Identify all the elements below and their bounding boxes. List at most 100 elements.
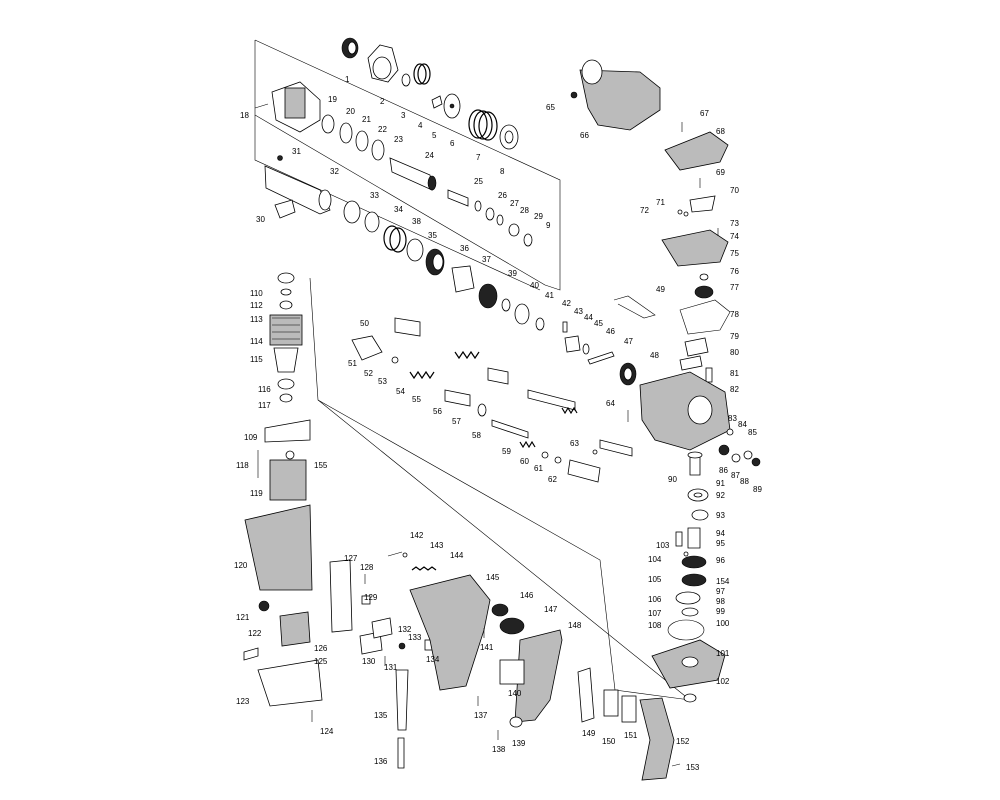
spindle-94-96 [681, 527, 707, 587]
callout-100: 100 [716, 619, 730, 628]
ring-27 [485, 207, 495, 221]
ring-21 [339, 122, 353, 144]
shaft-62 [567, 459, 601, 483]
gasket-78 [679, 299, 731, 335]
terminal-132-133 [371, 617, 406, 650]
callout-46: 46 [606, 327, 615, 336]
striker-25 [447, 189, 469, 207]
callout-124: 124 [320, 727, 334, 736]
callout-116: 116 [258, 385, 271, 394]
callout-147: 147 [544, 605, 558, 614]
ring-42 [535, 317, 545, 331]
callout-7: 7 [476, 153, 481, 162]
callout-86: 86 [719, 466, 728, 475]
callout-41: 41 [545, 291, 554, 300]
callout-19: 19 [328, 95, 337, 104]
callout-53: 53 [378, 377, 387, 386]
callout-27: 27 [510, 199, 519, 208]
callout-24: 24 [425, 151, 434, 160]
brush-121 [258, 600, 270, 612]
screw-31 [277, 155, 283, 161]
callout-49: 49 [656, 285, 665, 294]
ring-23 [371, 139, 385, 161]
field-119 [269, 459, 307, 501]
armature-114 [269, 314, 303, 346]
callout-130: 130 [362, 657, 376, 666]
washer-112-113 [279, 288, 293, 310]
spring-143-144 [402, 552, 437, 571]
ring-75-76 [699, 273, 709, 281]
callout-23: 23 [394, 135, 403, 144]
callout-96: 96 [716, 556, 725, 565]
gear-105-106 [675, 591, 701, 617]
callout-50: 50 [360, 319, 369, 328]
callout-145: 145 [486, 573, 500, 582]
pin-63 [592, 449, 598, 455]
label-140 [499, 659, 525, 685]
bracket-80 [679, 355, 703, 371]
rod-bottom [599, 439, 633, 457]
group-frame-lines [254, 39, 691, 701]
ring-3 [401, 73, 411, 87]
bearing-48 [619, 362, 637, 386]
shaft-90 [687, 451, 703, 476]
callout-28: 28 [520, 206, 529, 215]
spring-53-54 [409, 370, 435, 380]
part-146 [491, 603, 509, 617]
callout-57: 57 [452, 417, 461, 426]
callout-47: 47 [624, 337, 633, 346]
callout-97: 97 [716, 587, 725, 596]
callout-4: 4 [418, 121, 423, 130]
switch-plate-127 [329, 559, 353, 633]
callout-95: 95 [716, 539, 725, 548]
callout-131: 131 [384, 663, 398, 672]
callout-82: 82 [730, 385, 739, 394]
clip-122 [243, 647, 259, 661]
callout-137: 137 [474, 711, 488, 720]
callout-152: 152 [676, 737, 690, 746]
lever-47 [587, 351, 615, 365]
callout-69: 69 [716, 168, 725, 177]
callout-76: 76 [730, 267, 739, 276]
callout-128: 128 [360, 563, 374, 572]
callout-1: 1 [345, 75, 350, 84]
crank-51 [351, 335, 383, 361]
gear-39 [478, 283, 498, 309]
spring-38 [383, 225, 407, 253]
callout-44: 44 [584, 313, 593, 322]
callout-115: 115 [250, 355, 263, 364]
callout-63: 63 [570, 439, 579, 448]
callout-34: 34 [394, 205, 403, 214]
callout-125: 125 [314, 657, 328, 666]
washer-29 [508, 223, 520, 237]
cover-68 [664, 131, 729, 171]
callout-85: 85 [748, 428, 757, 437]
callout-140: 140 [508, 689, 522, 698]
cam-44 [564, 335, 581, 353]
callout-104: 104 [648, 555, 662, 564]
callout-135: 135 [374, 711, 388, 720]
callout-139: 139 [512, 739, 526, 748]
callout-42: 42 [562, 299, 571, 308]
callout-20: 20 [346, 107, 355, 116]
handle-145 [409, 574, 491, 691]
callout-58: 58 [472, 431, 481, 440]
callout-102: 102 [716, 677, 730, 686]
callout-77: 77 [730, 283, 739, 292]
parts-83-89 [718, 428, 761, 467]
callout-29: 29 [534, 212, 543, 221]
callout-155: 155 [314, 461, 328, 470]
callout-108: 108 [648, 621, 662, 630]
callout-88: 88 [740, 477, 749, 486]
callout-55: 55 [412, 395, 421, 404]
callout-113: 113 [250, 315, 263, 324]
ring-34 [364, 211, 380, 233]
callout-71: 71 [656, 198, 665, 207]
callout-146: 146 [520, 591, 534, 600]
seal-147 [499, 617, 525, 635]
cord-136 [397, 737, 405, 769]
callout-149: 149 [582, 729, 596, 738]
screw-81 [705, 367, 713, 383]
callout-25: 25 [474, 177, 483, 186]
